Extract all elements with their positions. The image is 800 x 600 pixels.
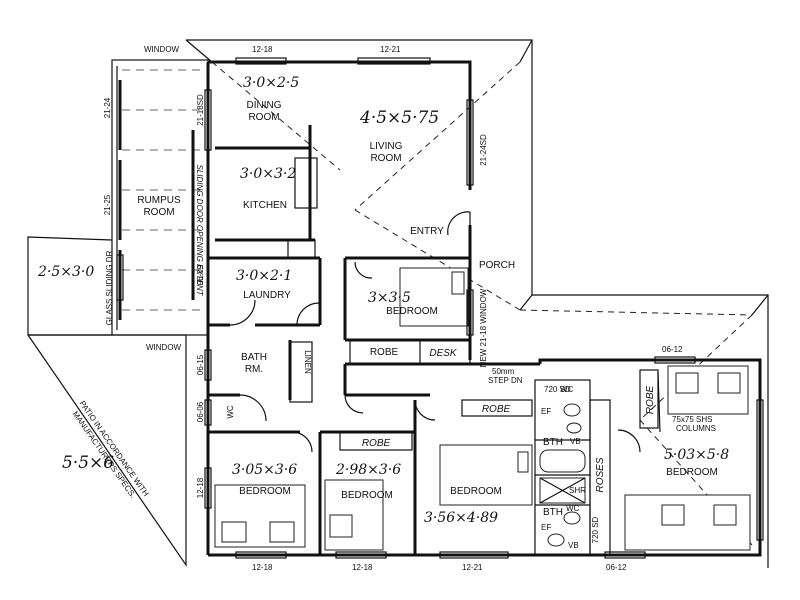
bedroom-sw-dimensions: 3·05×3·6 (232, 462, 297, 478)
bedroom-center-dimensions: 3×3·5 (368, 290, 411, 306)
bed-se (439, 444, 533, 506)
dining-room-label-1: DINING (247, 100, 282, 111)
bedroom-se-dimensions: 3·56×4·89 (424, 510, 498, 526)
porch-label: PORCH (479, 260, 515, 271)
vb-a-label: VB (570, 437, 581, 446)
vb-b-label: VB (568, 541, 579, 550)
rumpus-room-outline (111, 59, 209, 336)
window-top-left-label: WINDOW (144, 45, 180, 54)
entry-label: ENTRY (410, 226, 444, 237)
rumpus-room-label-2: ROOM (143, 207, 174, 218)
deck-dimensions: 2·5×3·0 (37, 264, 94, 280)
basin-b (547, 533, 565, 547)
laundry-label: LAUNDRY (243, 290, 291, 301)
dining-dimensions: 3·0×2·5 (243, 75, 299, 91)
roses-label: ROSES (595, 457, 606, 492)
ef-a-label: EF (541, 407, 551, 416)
window-mid-label: WINDOW (146, 343, 182, 352)
bedroom-sw-label: BEDROOM (239, 486, 291, 497)
linen-label: LINEN (303, 350, 312, 374)
toilet-b (563, 511, 581, 525)
wc-b-label: WC (566, 504, 580, 513)
window-bottom-4-label: 06-12 (606, 563, 627, 572)
rumpus-room-label-1: RUMPUS (137, 195, 181, 206)
window-dining-side-label: 21-18SD (196, 94, 205, 126)
shr-label: SHR (569, 486, 586, 495)
robe-se-label: ROBE (482, 404, 511, 415)
window-bath-a-label: 06-15 (196, 354, 205, 375)
bedroom-center-label: BEDROOM (386, 306, 438, 317)
window-bath-b-label: 06-06 (196, 401, 205, 422)
deck-outline (27, 236, 113, 336)
step-label-1: 50mm (492, 367, 515, 376)
bth-label-a: BTH (543, 437, 563, 448)
sliding-extent-note: SLIDING DOOR OPENING EXTENT (195, 164, 204, 296)
bedroom-se-label: BEDROOM (450, 486, 502, 497)
desk-label: DESK (429, 348, 458, 359)
columns-label-2: COLUMNS (676, 424, 716, 433)
step-label-2: STEP DN (488, 376, 523, 385)
bedroom-s-label: BEDROOM (341, 490, 393, 501)
sd-bottom-label: 720 SD (591, 516, 600, 543)
window-laundry-label: 06-09 (196, 264, 205, 285)
window-living-side-label: 21-24SD (479, 134, 488, 166)
house-walls (206, 60, 762, 557)
window-left-mid-label: 21-25 (103, 194, 112, 215)
bedroom-s-dimensions: 2·98×3·6 (335, 462, 401, 478)
patio-note-1: PATIO IN ACCORDANCE WITH (78, 399, 151, 498)
glass-sliding-door-label: GLASS SLIDING DR (105, 250, 114, 325)
kitchen-label: KITCHEN (243, 200, 287, 211)
patio-dimensions: 5·5×6 (62, 453, 114, 473)
window-master-top-label: 06-12 (662, 345, 683, 354)
windows (116, 57, 764, 559)
laundry-dimensions: 3·0×2·1 (236, 268, 292, 284)
window-bottom-2-label: 12-18 (352, 563, 373, 572)
columns-label-1: 75x75 SHS (672, 415, 712, 424)
ef-b-label: EF (541, 523, 551, 532)
window-living-label: 12-21 (380, 45, 401, 54)
bath-label-2: RM. (245, 364, 263, 375)
kitchen-dimensions: 3·0×3·2 (240, 166, 296, 182)
bedroom-master-label: BEDROOM (666, 467, 718, 478)
doors (229, 211, 641, 453)
wc-a-label: WC (560, 385, 574, 394)
living-dimensions: 4·5×5·75 (359, 108, 439, 128)
basin-a (566, 422, 582, 434)
robe-s-label: ROBE (362, 438, 391, 449)
sd-top-label: 720 SD (544, 385, 571, 394)
window-bed-left-label: 12-18 (196, 477, 205, 498)
new-window-label: NEW 21-18 WINDOW (479, 288, 488, 367)
toilet-a (563, 403, 581, 417)
window-left-top-label: 21-24 (103, 97, 112, 118)
robe-master-label: ROBE (645, 386, 656, 415)
roof-outline (185, 39, 769, 568)
dining-room-label-2: ROOM (248, 112, 279, 123)
window-bottom-1-label: 12-18 (252, 563, 273, 572)
patio-outline (27, 334, 187, 567)
bath-label-1: BATH (241, 352, 267, 363)
master-dimensions: 5·03×5·8 (664, 447, 729, 463)
wc-label: WC (226, 405, 235, 419)
furniture (214, 267, 751, 551)
bathtub (539, 449, 586, 473)
window-dining-label: 12-18 (252, 45, 273, 54)
living-room-label-2: ROOM (370, 153, 401, 164)
bth-label-b: BTH (543, 507, 563, 518)
living-room-label-1: LIVING (370, 141, 403, 152)
window-bottom-3-label: 12-21 (462, 563, 483, 572)
robe-center-label: ROBE (370, 347, 399, 358)
